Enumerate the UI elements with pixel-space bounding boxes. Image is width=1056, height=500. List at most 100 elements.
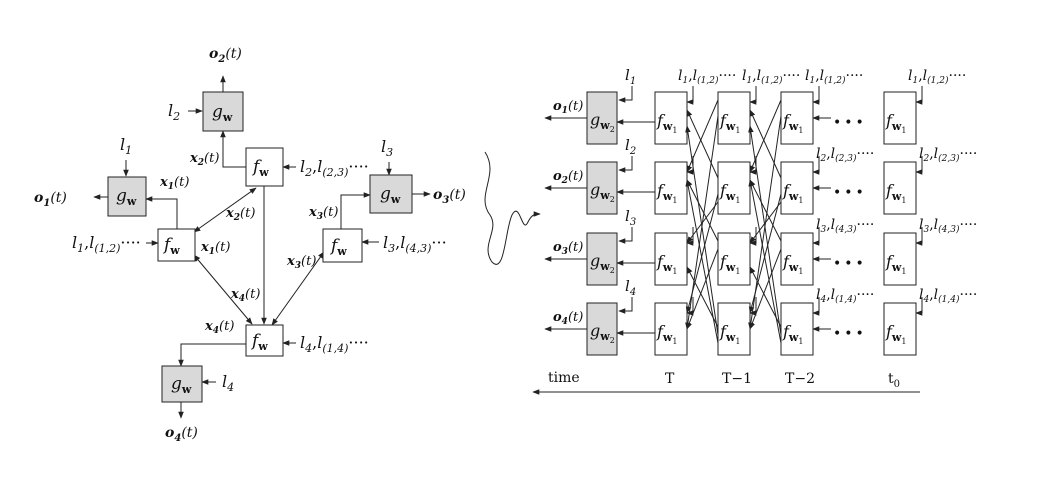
unfolded-f-node-label-c2-r2: fw1 — [719, 181, 741, 205]
node-f1: fw — [157, 228, 196, 262]
unfolded-link-c2-2-1 — [749, 109, 782, 179]
node-f4-label: fw — [250, 331, 268, 353]
node-g2-label: gw — [212, 102, 233, 124]
unfolded-link-c1-4-2 — [685, 179, 719, 344]
unfolded-g-input-arrow-1 — [618, 86, 633, 103]
unfolded-g-node-3 — [586, 232, 618, 286]
unfolded-f-node-c4-r4 — [883, 302, 917, 356]
unfolded-ellipsis-3: ••• — [833, 256, 867, 272]
node-g1-box — [107, 176, 147, 217]
edge-f2-f1 — [193, 187, 257, 233]
unfolded-g-node-label-3: gw2 — [590, 251, 615, 275]
node-f4-box — [245, 324, 284, 357]
input-f3-label: l3,l(4,3)··· — [383, 233, 447, 255]
unfolded-f-node-c1-r1 — [654, 91, 688, 145]
unfolded-f-node-label-c1-r4: fw1 — [656, 322, 678, 346]
unfolded-g-input-label-4: l4 — [625, 277, 636, 298]
node-f1-box — [157, 228, 196, 262]
node-f4: fw — [245, 324, 284, 357]
unfolded-output-label-2: o2(t) — [553, 169, 583, 186]
unfolded-f-input-arrow-c4-r1 — [915, 86, 923, 105]
unfolded-link-c2-2-4 — [748, 193, 782, 314]
unfolded-row-input-label-c3-r2: l2,l(2,3)···· — [816, 146, 874, 164]
unfolded-f-node-c2-r3 — [717, 232, 751, 286]
unfolded-f-input-arrow-c3-r3 — [812, 227, 820, 246]
unfolded-g-node-2 — [586, 161, 618, 215]
left-graph: gw fw gw gw fw fw fw gw — [34, 46, 466, 444]
node-g4-box — [161, 365, 203, 403]
input-f1-label: l1,l(1,2)···· — [72, 233, 141, 255]
label-l3: l3 — [381, 137, 393, 159]
node-g3-label: gw — [380, 184, 401, 206]
unfolded-ellipsis-4: ••• — [833, 326, 867, 342]
edge-f3-g3 — [340, 192, 371, 229]
unfolded-link-c2-2-3 — [749, 201, 782, 244]
unfolded-f-input-arrow-c2-r1 — [749, 86, 757, 105]
unfolded-f-node-c1-r2 — [654, 161, 688, 215]
unfolded-f-node-c4-r2 — [883, 161, 917, 215]
unfolded-f-node-label-c4-r3: fw1 — [885, 252, 907, 276]
unfolded-output-label-4: o4(t) — [553, 310, 583, 327]
unfolded-link-c1-3-2 — [686, 179, 719, 242]
right-graph: gw2o1(t)l1gw2o2(t)l2gw2o3(t)l3gw2o4(t)l4… — [532, 66, 977, 395]
node-f3-box — [322, 228, 363, 263]
unfolded-f-input-arrow-c1-r1 — [686, 86, 694, 105]
unfolded-f-node-c4-r1 — [883, 91, 917, 145]
unfolded-f-node-label-c1-r3: fw1 — [656, 252, 678, 276]
edge-f4-g4 — [178, 343, 246, 367]
unfolded-g-input-label-3: l3 — [625, 207, 636, 228]
state-x1-top-label: x1(t) — [159, 175, 189, 192]
unfolded-f-node-c2-r4 — [717, 302, 751, 356]
state-x4-mid-label: x4(t) — [230, 287, 260, 304]
node-g1-label: gw — [116, 186, 137, 208]
time-label: time — [548, 370, 580, 386]
unfolded-ellipsis-2: ••• — [833, 185, 867, 201]
node-g3: gw — [369, 174, 413, 214]
unfolded-link-c1-3-4 — [686, 248, 719, 330]
state-x3-mid-label: x3(t) — [286, 254, 316, 271]
node-g4: gw — [161, 365, 203, 403]
node-g2: gw — [202, 91, 244, 132]
unfolded-f-input-arrow-c4-r2 — [915, 156, 923, 175]
unfolded-g-node-label-4: gw2 — [590, 321, 615, 345]
unfolded-f-node-c2-r2 — [717, 161, 751, 215]
unfolded-g-input-label-1: l1 — [625, 66, 636, 87]
node-f2-label: fw — [251, 157, 269, 179]
edge-f4-f3 — [271, 251, 325, 326]
column-label-1: T — [665, 371, 675, 387]
column-label-2: T−1 — [722, 371, 752, 387]
column-label-3: T−2 — [785, 371, 815, 387]
unfolded-f-node-c2-r1 — [717, 91, 751, 145]
state-x1-mid-label: x1(t) — [200, 240, 230, 257]
unfolded-f-node-c1-r3 — [654, 232, 688, 286]
column-label-4: t0 — [888, 371, 900, 390]
unfolded-output-label-3: o3(t) — [553, 240, 583, 257]
label-l1: l1 — [120, 135, 132, 157]
unfolded-link-c1-2-4 — [685, 193, 719, 314]
unfolded-g-input-arrow-4 — [618, 297, 633, 314]
unfolded-row-input-label-c3-r3: l3,l(4,3)···· — [816, 217, 874, 235]
unfolded-f-node-label-c4-r4: fw1 — [885, 322, 907, 346]
unfold-squiggle — [484, 151, 541, 265]
output-o2-label: o2(t) — [209, 46, 242, 65]
unfolded-link-c2-4-2 — [748, 179, 782, 344]
unfolded-ellipsis-1: ••• — [833, 115, 867, 131]
unfolded-row-input-label-c4-r4: l4,l(1,4)···· — [919, 287, 977, 305]
unfolded-f-node-label-c2-r3: fw1 — [719, 252, 741, 276]
node-g4-label: gw — [171, 374, 192, 396]
unfolded-g-node-label-1: gw2 — [590, 110, 615, 134]
node-f3-label: fw — [329, 236, 347, 258]
input-f4-label: l4,l(1,4)···· — [300, 333, 369, 355]
output-o1-label: o1(t) — [34, 190, 67, 209]
edge-f1-f4 — [193, 254, 253, 325]
unfolded-f-input-arrow-c4-r3 — [915, 227, 923, 246]
input-f2-label: l2,l(2,3)···· — [300, 157, 369, 179]
unfolded-link-c1-2-1 — [686, 109, 719, 179]
unfolded-f-node-label-c1-r2: fw1 — [656, 181, 678, 205]
left-edges — [93, 75, 431, 419]
unfolded-row-input-label-c4-r2: l2,l(2,3)···· — [919, 146, 977, 164]
unfolded-g-input-label-2: l2 — [625, 136, 636, 157]
unfolded-f-node-label-c2-r4: fw1 — [719, 322, 741, 346]
unfolded-top-input-label-3: l1,l(1,2)···· — [805, 68, 863, 86]
